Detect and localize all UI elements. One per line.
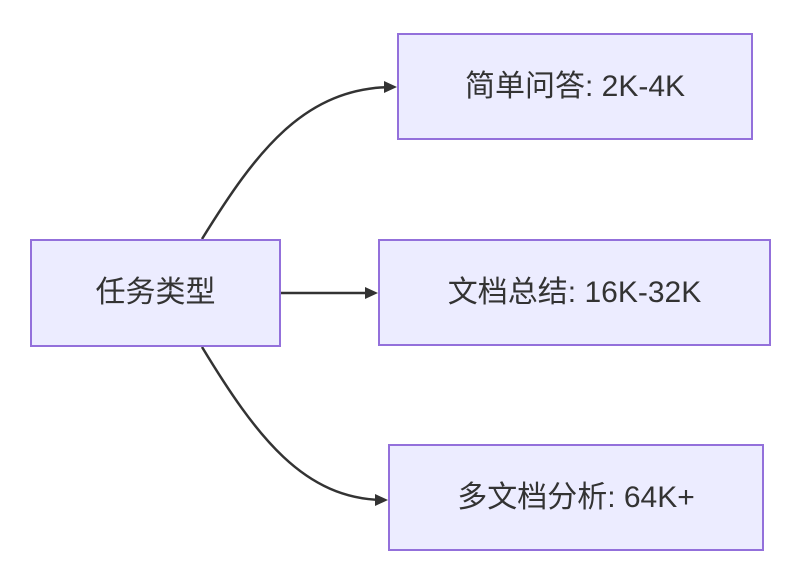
node-task-type: 任务类型: [30, 239, 281, 347]
node-simple-qa-label: 简单问答: 2K-4K: [464, 69, 686, 103]
node-simple-qa: 简单问答: 2K-4K: [397, 33, 753, 140]
node-multi-doc: 多文档分析: 64K+: [388, 444, 764, 551]
node-multi-doc-label: 多文档分析: 64K+: [457, 480, 695, 514]
node-task-type-label: 任务类型: [95, 276, 216, 309]
edge-task-type-to-simple-qa: [200, 81, 397, 240]
edge-task-type-to-multi-doc: [200, 346, 388, 506]
node-doc-summary-label: 文档总结: 16K-32K: [447, 275, 702, 309]
node-doc-summary: 文档总结: 16K-32K: [378, 239, 771, 346]
